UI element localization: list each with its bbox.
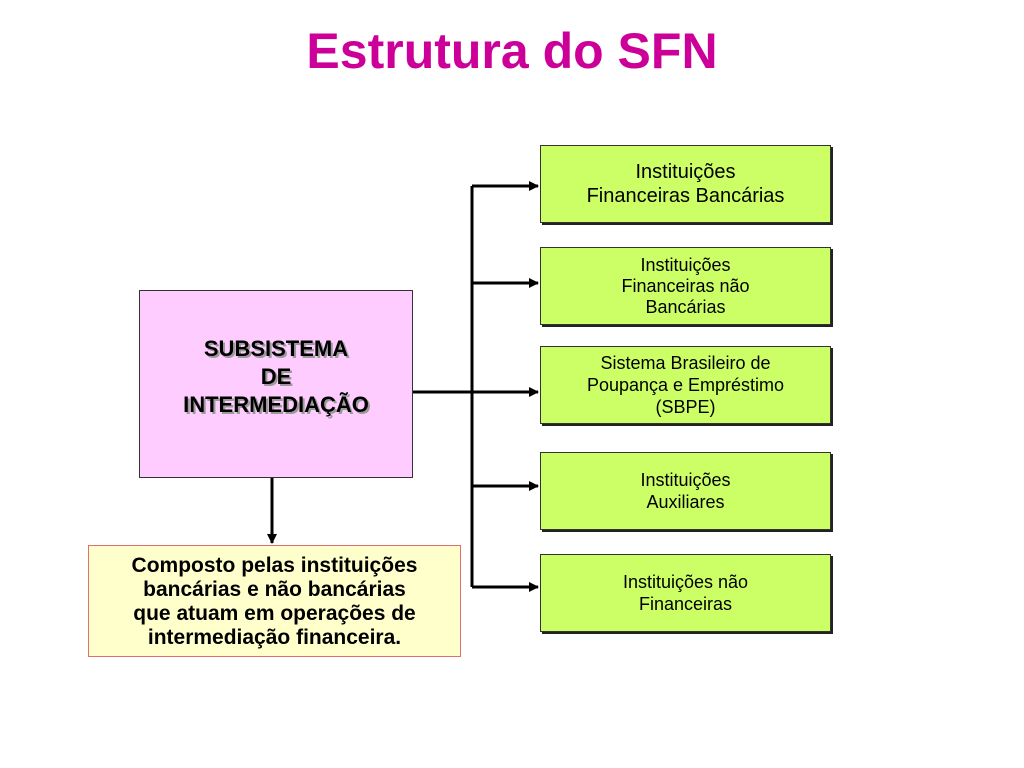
category-line: Financeiras (638, 594, 733, 614)
category-line: Auxiliares (646, 492, 725, 512)
category-line: Instituições (640, 254, 731, 275)
category-line: Poupança e Empréstimo (586, 375, 785, 395)
category-line: Financeiras não (621, 275, 750, 296)
note-line-1: Composto pelas instituições (131, 554, 418, 577)
note-line-3: que atuam em operações de (133, 602, 416, 625)
category-line: Instituições não (622, 572, 749, 592)
category-box-auxiliares: Instituições Auxiliares (540, 452, 831, 530)
page-title: Estrutura do SFN (306, 23, 718, 79)
subsistema-box: SUBSISTEMA DE INTERMEDIAÇÃO (139, 290, 413, 478)
main-box-line-2: DE (260, 364, 292, 389)
category-box-bancarias: Instituições Financeiras Bancárias (540, 145, 831, 223)
category-line: Instituições (640, 470, 731, 490)
note-line-2: bancárias e não bancárias (143, 578, 406, 601)
main-box-line-3: INTERMEDIAÇÃO (183, 392, 369, 417)
category-line: Sistema Brasileiro de (600, 353, 771, 373)
note-line-4: intermediação financeira. (147, 626, 402, 649)
main-box-line-1: SUBSISTEMA (203, 336, 349, 361)
category-line: Instituições (635, 161, 736, 183)
category-line: Bancárias (645, 296, 726, 317)
category-line: Financeiras Bancárias (586, 185, 785, 207)
description-note: Composto pelas instituições bancárias e … (88, 545, 461, 657)
category-box-sbpe: Sistema Brasileiro de Poupança e Emprést… (540, 346, 831, 424)
category-box-nao-financeiras: Instituições não Financeiras (540, 554, 831, 632)
category-line: (SBPE) (655, 397, 716, 417)
category-box-nao-bancarias: Instituições Financeiras não Bancárias (540, 247, 831, 325)
